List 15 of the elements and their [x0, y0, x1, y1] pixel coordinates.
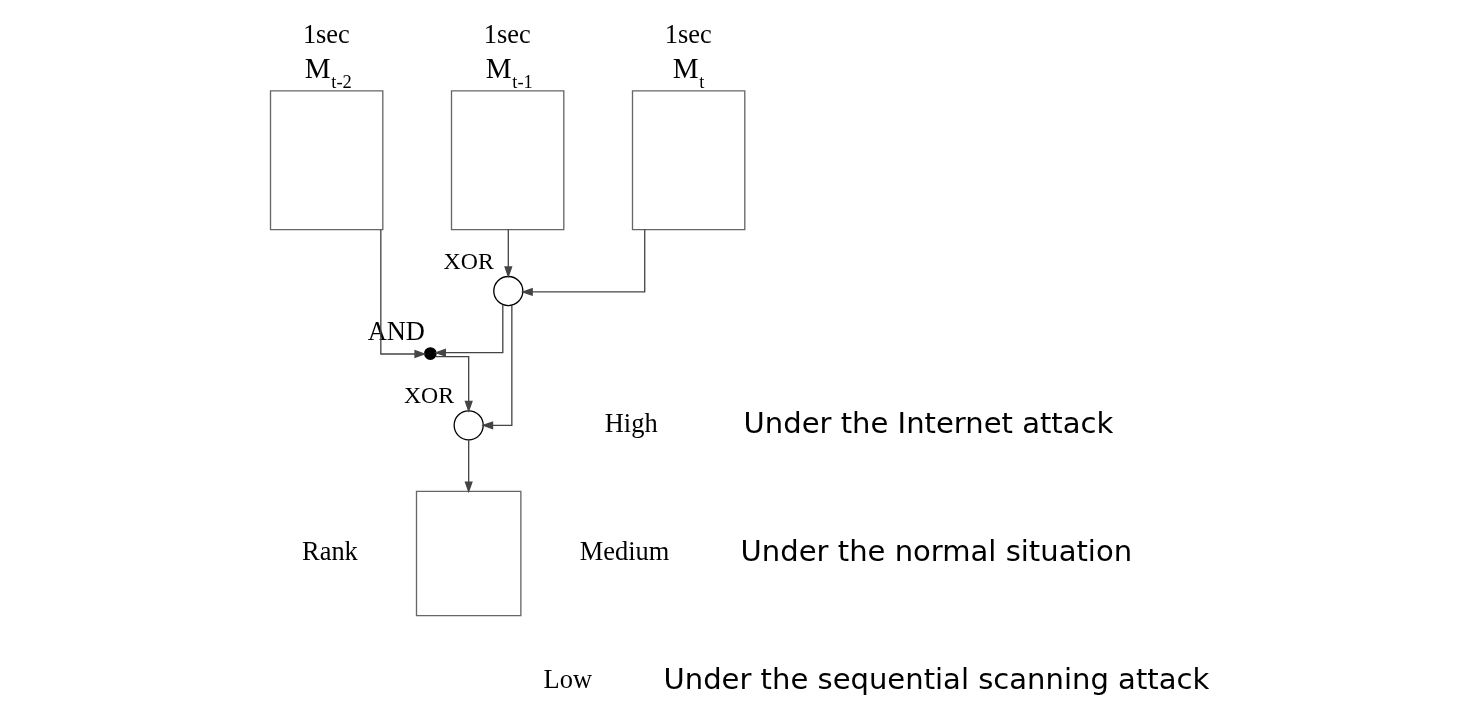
node-label: 1sec: [664, 19, 712, 50]
node-label: M$_{t}$: [672, 52, 705, 93]
label: Medium: [579, 536, 670, 567]
label: Low: [543, 664, 592, 695]
node-label: XOR: [443, 248, 494, 275]
node-label: M$_{t-2}$: [304, 52, 352, 93]
label: Under the Internet attack: [743, 405, 1114, 440]
node-label: M$_{t-1}$: [485, 52, 533, 93]
label: Rank: [302, 536, 358, 567]
node-label: 1sec: [483, 19, 531, 50]
node-label: 1sec: [302, 19, 350, 50]
label: High: [604, 407, 658, 438]
node-label: XOR: [403, 382, 455, 409]
label: Under the sequential scanning attack: [663, 662, 1210, 697]
label: Under the normal situation: [740, 533, 1133, 568]
